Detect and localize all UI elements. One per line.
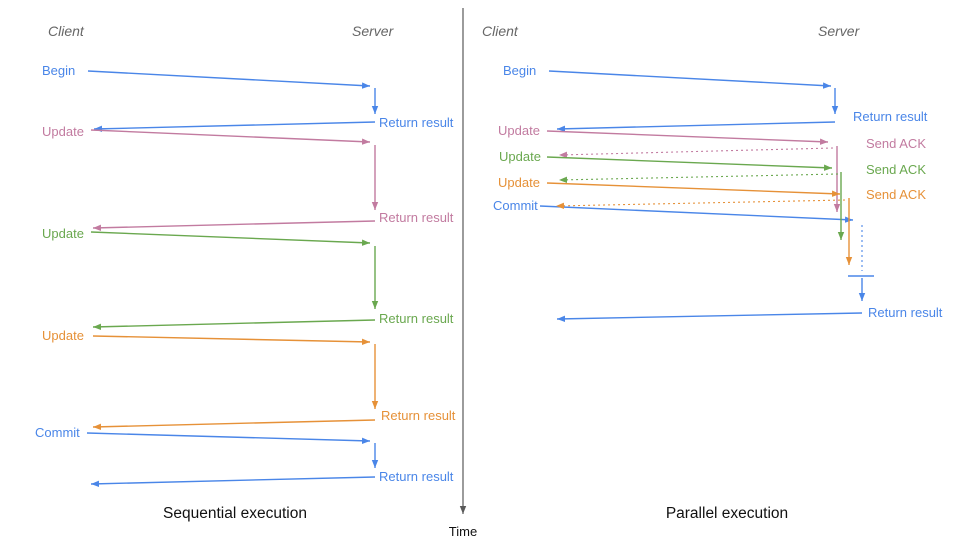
right-update2-request-arrow (546, 156, 833, 171)
left-update3-label: Update (42, 328, 84, 343)
parallel-panel: Client Server (482, 23, 943, 522)
sequential-execution-caption: Sequential execution (163, 505, 307, 522)
left-client-heading: Client (48, 23, 85, 39)
right-client-heading: Client (482, 23, 519, 39)
time-axis-label: Time (449, 524, 477, 539)
left-update3-response-arrow (92, 419, 376, 431)
right-server-heading: Server (818, 23, 861, 39)
right-commit-response-label: Return result (868, 305, 943, 320)
right-update1-request-arrow (546, 130, 829, 145)
left-update1-request-arrow (90, 129, 371, 145)
time-axis: Time (449, 8, 477, 539)
right-update2-label: Update (499, 149, 541, 164)
right-begin-label: Begin (503, 63, 536, 78)
left-update3-request-arrow (92, 335, 371, 346)
right-commit-response-arrow (556, 312, 863, 323)
left-update1-label: Update (42, 124, 84, 139)
sequential-panel: Client Server (35, 23, 456, 522)
left-update2-label: Update (42, 226, 84, 241)
left-server-heading: Server (352, 23, 395, 39)
right-begin-response-arrow (556, 121, 836, 132)
right-update2-ack-dotted-arrow (558, 173, 839, 184)
right-update2-ack-label: Send ACK (866, 162, 926, 177)
parallel-execution-caption: Parallel execution (666, 505, 788, 522)
right-update3-ack-label: Send ACK (866, 187, 926, 202)
left-commit-request-arrow (86, 432, 371, 444)
left-update3-response-label: Return result (381, 408, 456, 423)
right-update3-request-arrow (546, 182, 841, 197)
right-update3-ack-dotted-arrow (555, 199, 846, 210)
left-begin-label: Begin (42, 63, 75, 78)
right-update1-label: Update (498, 123, 540, 138)
left-update2-response-label: Return result (379, 311, 454, 326)
right-update1-ack-dotted-arrow (558, 147, 834, 158)
left-begin-request-arrow (87, 70, 371, 89)
left-commit-response-arrow (90, 476, 376, 488)
left-commit-response-label: Return result (379, 469, 454, 484)
right-update1-ack-label: Send ACK (866, 136, 926, 151)
left-begin-response-label: Return result (379, 115, 454, 130)
left-update2-response-arrow (92, 319, 376, 331)
right-commit-label: Commit (493, 198, 538, 213)
right-commit-request-arrow (539, 205, 854, 223)
left-begin-response-arrow (93, 121, 376, 132)
right-begin-request-arrow (548, 70, 832, 89)
left-update2-request-arrow (90, 231, 371, 246)
left-commit-label: Commit (35, 425, 80, 440)
right-update3-label: Update (498, 175, 540, 190)
left-update1-response-label: Return result (379, 210, 454, 225)
right-begin-response-label: Return result (853, 109, 928, 124)
left-update1-response-arrow (92, 220, 376, 232)
